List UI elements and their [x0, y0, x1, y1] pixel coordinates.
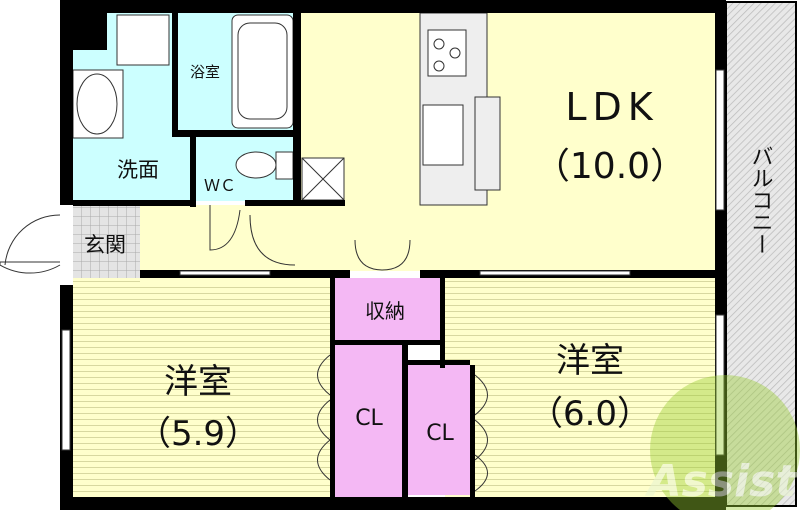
- sink-icon: [422, 104, 464, 166]
- assist-watermark: Assist: [645, 375, 800, 510]
- balcony: [725, 1, 797, 507]
- label-closet-right: CL: [426, 421, 454, 446]
- label-balcony: バルコニー: [748, 145, 773, 255]
- windows: [61, 69, 725, 456]
- western-room-right: [445, 278, 718, 500]
- label-bath: 浴室: [190, 63, 220, 81]
- label-western-right: 洋室: [556, 341, 624, 381]
- closet-doors[interactable]: [209, 205, 488, 492]
- label-western-left-size: （5.9）: [137, 414, 259, 454]
- closet-left: [335, 345, 402, 500]
- label-washroom: 洗面: [117, 158, 159, 182]
- toilet-icon: [235, 151, 277, 179]
- bathtub: [231, 14, 294, 129]
- hallway: [140, 205, 340, 271]
- ldk-room: [293, 13, 718, 271]
- wash-basin: [72, 69, 124, 139]
- label-ldk: LDK: [565, 85, 658, 129]
- front-door[interactable]: [0, 261, 61, 274]
- closet-right: [408, 365, 470, 495]
- label-storage: 収納: [365, 299, 405, 323]
- label-western-right-size: （6.0）: [529, 394, 651, 434]
- label-entrance: 玄関: [84, 233, 126, 257]
- label-closet-left: CL: [355, 406, 383, 431]
- label-wc: ＷＣ: [204, 176, 236, 195]
- watermark-text: Assist: [645, 456, 799, 507]
- western-room-left: [73, 278, 330, 500]
- entrance: [73, 205, 140, 285]
- label-western-left: 洋室: [164, 362, 232, 402]
- label-ldk-size: （10.0）: [534, 146, 686, 187]
- storage: [335, 278, 440, 340]
- washer-space: [116, 14, 170, 66]
